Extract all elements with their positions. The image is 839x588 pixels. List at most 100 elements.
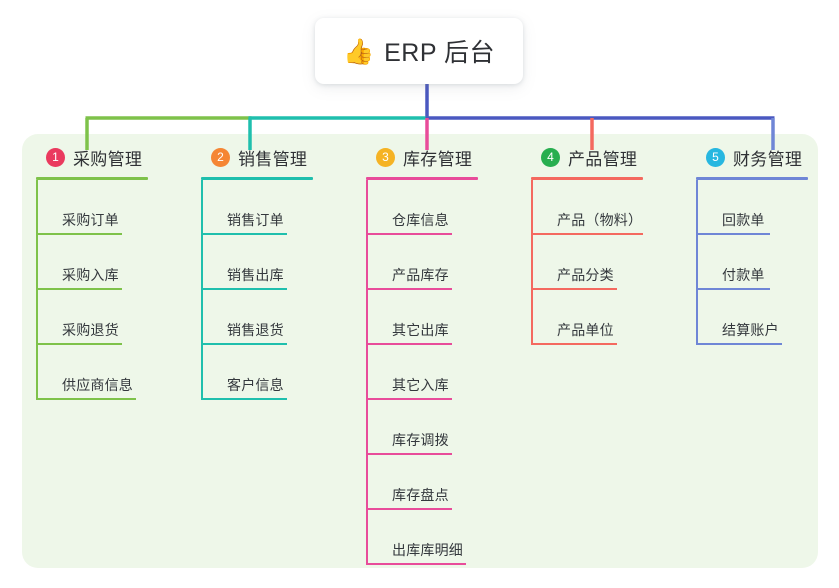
leaf-label: 库存盘点 xyxy=(392,487,449,503)
leaf-underline xyxy=(531,288,617,290)
leaf-label: 销售出库 xyxy=(227,267,284,283)
column-badge-3: 3 xyxy=(376,147,395,167)
column-spine-5 xyxy=(696,180,698,345)
leaf-underline xyxy=(696,343,782,345)
leaf-underline xyxy=(366,508,452,510)
column-underline-2 xyxy=(201,177,313,180)
leaf-underline xyxy=(201,288,287,290)
leaf-node[interactable]: 产品（物料） xyxy=(531,180,691,235)
column-3: 3 库存管理仓库信息产品库存其它出库其它入库库存调拨库存盘点出库库明细 xyxy=(366,144,516,565)
column-badge-5: 5 xyxy=(706,147,725,167)
leaf-label: 产品（物料） xyxy=(557,212,643,228)
leaf-underline xyxy=(531,343,617,345)
column-items-2: 销售订单销售出库销售退货客户信息 xyxy=(201,180,351,400)
leaf-label: 回款单 xyxy=(722,212,765,228)
leaf-node[interactable]: 销售出库 xyxy=(201,235,351,290)
leaf-node[interactable]: 客户信息 xyxy=(201,345,351,400)
leaf-label: 客户信息 xyxy=(227,377,284,393)
column-title-4: 产品管理 xyxy=(568,149,638,169)
leaf-node[interactable]: 采购退货 xyxy=(36,290,186,345)
leaf-underline xyxy=(366,233,452,235)
thumbs-up-icon: 👍 xyxy=(342,37,375,66)
leaf-node[interactable]: 产品单位 xyxy=(531,290,691,345)
leaf-underline xyxy=(36,233,122,235)
column-header-2[interactable]: 2 销售管理 xyxy=(201,144,351,170)
leaf-label: 产品分类 xyxy=(557,267,614,283)
column-badge-1: 1 xyxy=(46,147,65,167)
column-header-5[interactable]: 5 财务管理 xyxy=(696,144,839,170)
leaf-node[interactable]: 产品分类 xyxy=(531,235,691,290)
column-spine-3 xyxy=(366,180,368,565)
column-underline-1 xyxy=(36,177,148,180)
leaf-node[interactable]: 回款单 xyxy=(696,180,839,235)
leaf-node[interactable]: 仓库信息 xyxy=(366,180,516,235)
column-2: 2 销售管理销售订单销售出库销售退货客户信息 xyxy=(201,144,351,400)
column-title-2: 销售管理 xyxy=(238,149,308,169)
leaf-underline xyxy=(201,343,287,345)
column-4: 4 产品管理产品（物料） 产品分类产品单位 xyxy=(531,144,691,345)
column-5: 5 财务管理回款单付款单结算账户 xyxy=(696,144,839,345)
leaf-label: 采购退货 xyxy=(62,322,119,338)
leaf-underline xyxy=(201,398,287,400)
leaf-node[interactable]: 销售订单 xyxy=(201,180,351,235)
column-header-4[interactable]: 4 产品管理 xyxy=(531,144,691,170)
leaf-underline xyxy=(366,343,452,345)
leaf-label: 库存调拨 xyxy=(392,432,449,448)
leaf-label: 结算账户 xyxy=(722,322,779,338)
leaf-label: 采购入库 xyxy=(62,267,119,283)
leaf-label: 采购订单 xyxy=(62,212,119,228)
leaf-node[interactable]: 结算账户 xyxy=(696,290,839,345)
leaf-underline xyxy=(36,343,122,345)
leaf-node[interactable]: 其它入库 xyxy=(366,345,516,400)
column-items-5: 回款单付款单结算账户 xyxy=(696,180,839,345)
column-items-3: 仓库信息产品库存其它出库其它入库库存调拨库存盘点出库库明细 xyxy=(366,180,516,565)
leaf-label: 产品单位 xyxy=(557,322,614,338)
leaf-underline xyxy=(36,398,136,400)
column-title-3: 库存管理 xyxy=(403,149,473,169)
page-title: ERP 后台 xyxy=(384,39,496,67)
leaf-node[interactable]: 其它出库 xyxy=(366,290,516,345)
column-underline-4 xyxy=(531,177,643,180)
content-panel xyxy=(22,134,818,568)
leaf-label: 供应商信息 xyxy=(62,377,133,393)
column-header-3[interactable]: 3 库存管理 xyxy=(366,144,516,170)
leaf-node[interactable]: 库存盘点 xyxy=(366,455,516,510)
root-node[interactable]: 👍 ERP 后台 xyxy=(315,18,523,84)
column-header-1[interactable]: 1 采购管理 xyxy=(36,144,186,170)
leaf-node[interactable]: 销售退货 xyxy=(201,290,351,345)
leaf-node[interactable]: 产品库存 xyxy=(366,235,516,290)
leaf-label: 付款单 xyxy=(722,267,765,283)
leaf-node[interactable]: 库存调拨 xyxy=(366,400,516,455)
column-spine-1 xyxy=(36,180,38,400)
leaf-label: 销售退货 xyxy=(227,322,284,338)
column-badge-2: 2 xyxy=(211,147,230,167)
column-title-5: 财务管理 xyxy=(733,149,803,169)
leaf-label: 仓库信息 xyxy=(392,212,449,228)
column-items-1: 采购订单采购入库采购退货供应商信息 xyxy=(36,180,186,400)
leaf-underline xyxy=(531,233,643,235)
leaf-underline xyxy=(36,288,122,290)
leaf-underline xyxy=(366,398,452,400)
leaf-node[interactable]: 供应商信息 xyxy=(36,345,186,400)
leaf-label: 其它入库 xyxy=(392,377,449,393)
column-spine-2 xyxy=(201,180,203,400)
leaf-node[interactable]: 采购入库 xyxy=(36,235,186,290)
leaf-node[interactable]: 出库库明细 xyxy=(366,510,516,565)
column-items-4: 产品（物料） 产品分类产品单位 xyxy=(531,180,691,345)
leaf-underline xyxy=(366,563,466,565)
leaf-underline xyxy=(696,288,770,290)
leaf-label: 其它出库 xyxy=(392,322,449,338)
column-underline-5 xyxy=(696,177,808,180)
column-badge-4: 4 xyxy=(541,147,560,167)
leaf-label: 产品库存 xyxy=(392,267,449,283)
leaf-underline xyxy=(696,233,770,235)
leaf-label: 出库库明细 xyxy=(392,542,463,558)
column-spine-4 xyxy=(531,180,533,345)
leaf-node[interactable]: 付款单 xyxy=(696,235,839,290)
leaf-underline xyxy=(366,453,452,455)
leaf-label: 销售订单 xyxy=(227,212,284,228)
column-1: 1 采购管理采购订单采购入库采购退货供应商信息 xyxy=(36,144,186,400)
leaf-node[interactable]: 采购订单 xyxy=(36,180,186,235)
column-title-1: 采购管理 xyxy=(73,149,143,169)
